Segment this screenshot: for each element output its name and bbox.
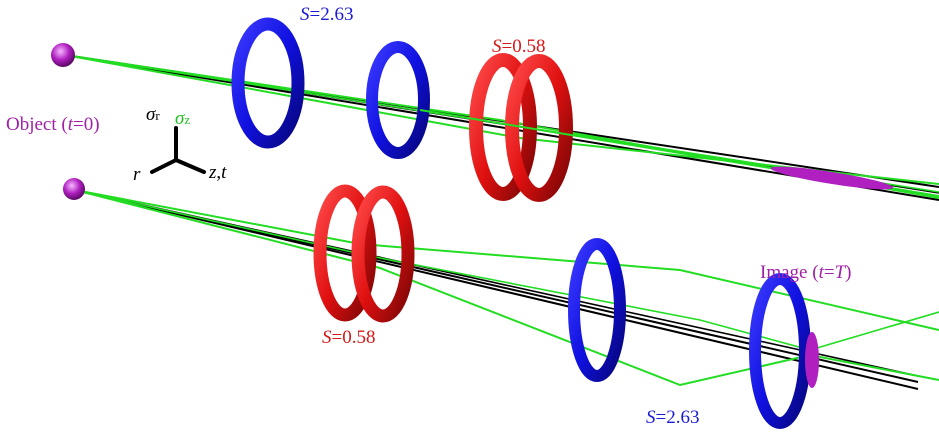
label-object: Object (t=0) [6, 114, 100, 135]
bottom-ring-red-1 [313, 184, 377, 322]
bottom-ring-red-2 [351, 185, 415, 323]
bottom-rays [74, 189, 939, 390]
label-s-bottom-red: S=0.58 [322, 327, 376, 348]
top-ring-red-1 [469, 53, 537, 201]
top-image-streak [770, 166, 894, 190]
bottom-ray-green-3 [74, 189, 939, 351]
axis-label-sigma-r: σr [146, 104, 160, 125]
top-ring-red-2 [505, 54, 573, 202]
bottom-ray-black-2 [74, 189, 919, 390]
axis-label-r: r [133, 164, 141, 185]
bottom-ray-green-2 [74, 189, 939, 387]
object-point-icon [51, 43, 75, 67]
label-image: Image (t=T) [760, 262, 852, 283]
axis-label-sigma-z: σz [175, 108, 191, 129]
label-s-bottom-blue: S=2.63 [646, 407, 700, 428]
axis-label-z-t: z,t [209, 162, 227, 183]
label-s-top-red: S=0.58 [492, 36, 546, 57]
image-point-icon [805, 332, 819, 388]
axes-triad-icon [150, 126, 206, 174]
bottom-ray-green-1 [74, 189, 939, 331]
image-source-point-icon [63, 178, 85, 200]
bottom-ring-blue-2 [749, 273, 811, 429]
top-ring-blue-2 [366, 41, 430, 159]
label-s-top-blue: S=2.63 [300, 4, 354, 25]
top-ring-blue-1 [231, 17, 305, 149]
bottom-ring-blue-1 [568, 238, 626, 382]
